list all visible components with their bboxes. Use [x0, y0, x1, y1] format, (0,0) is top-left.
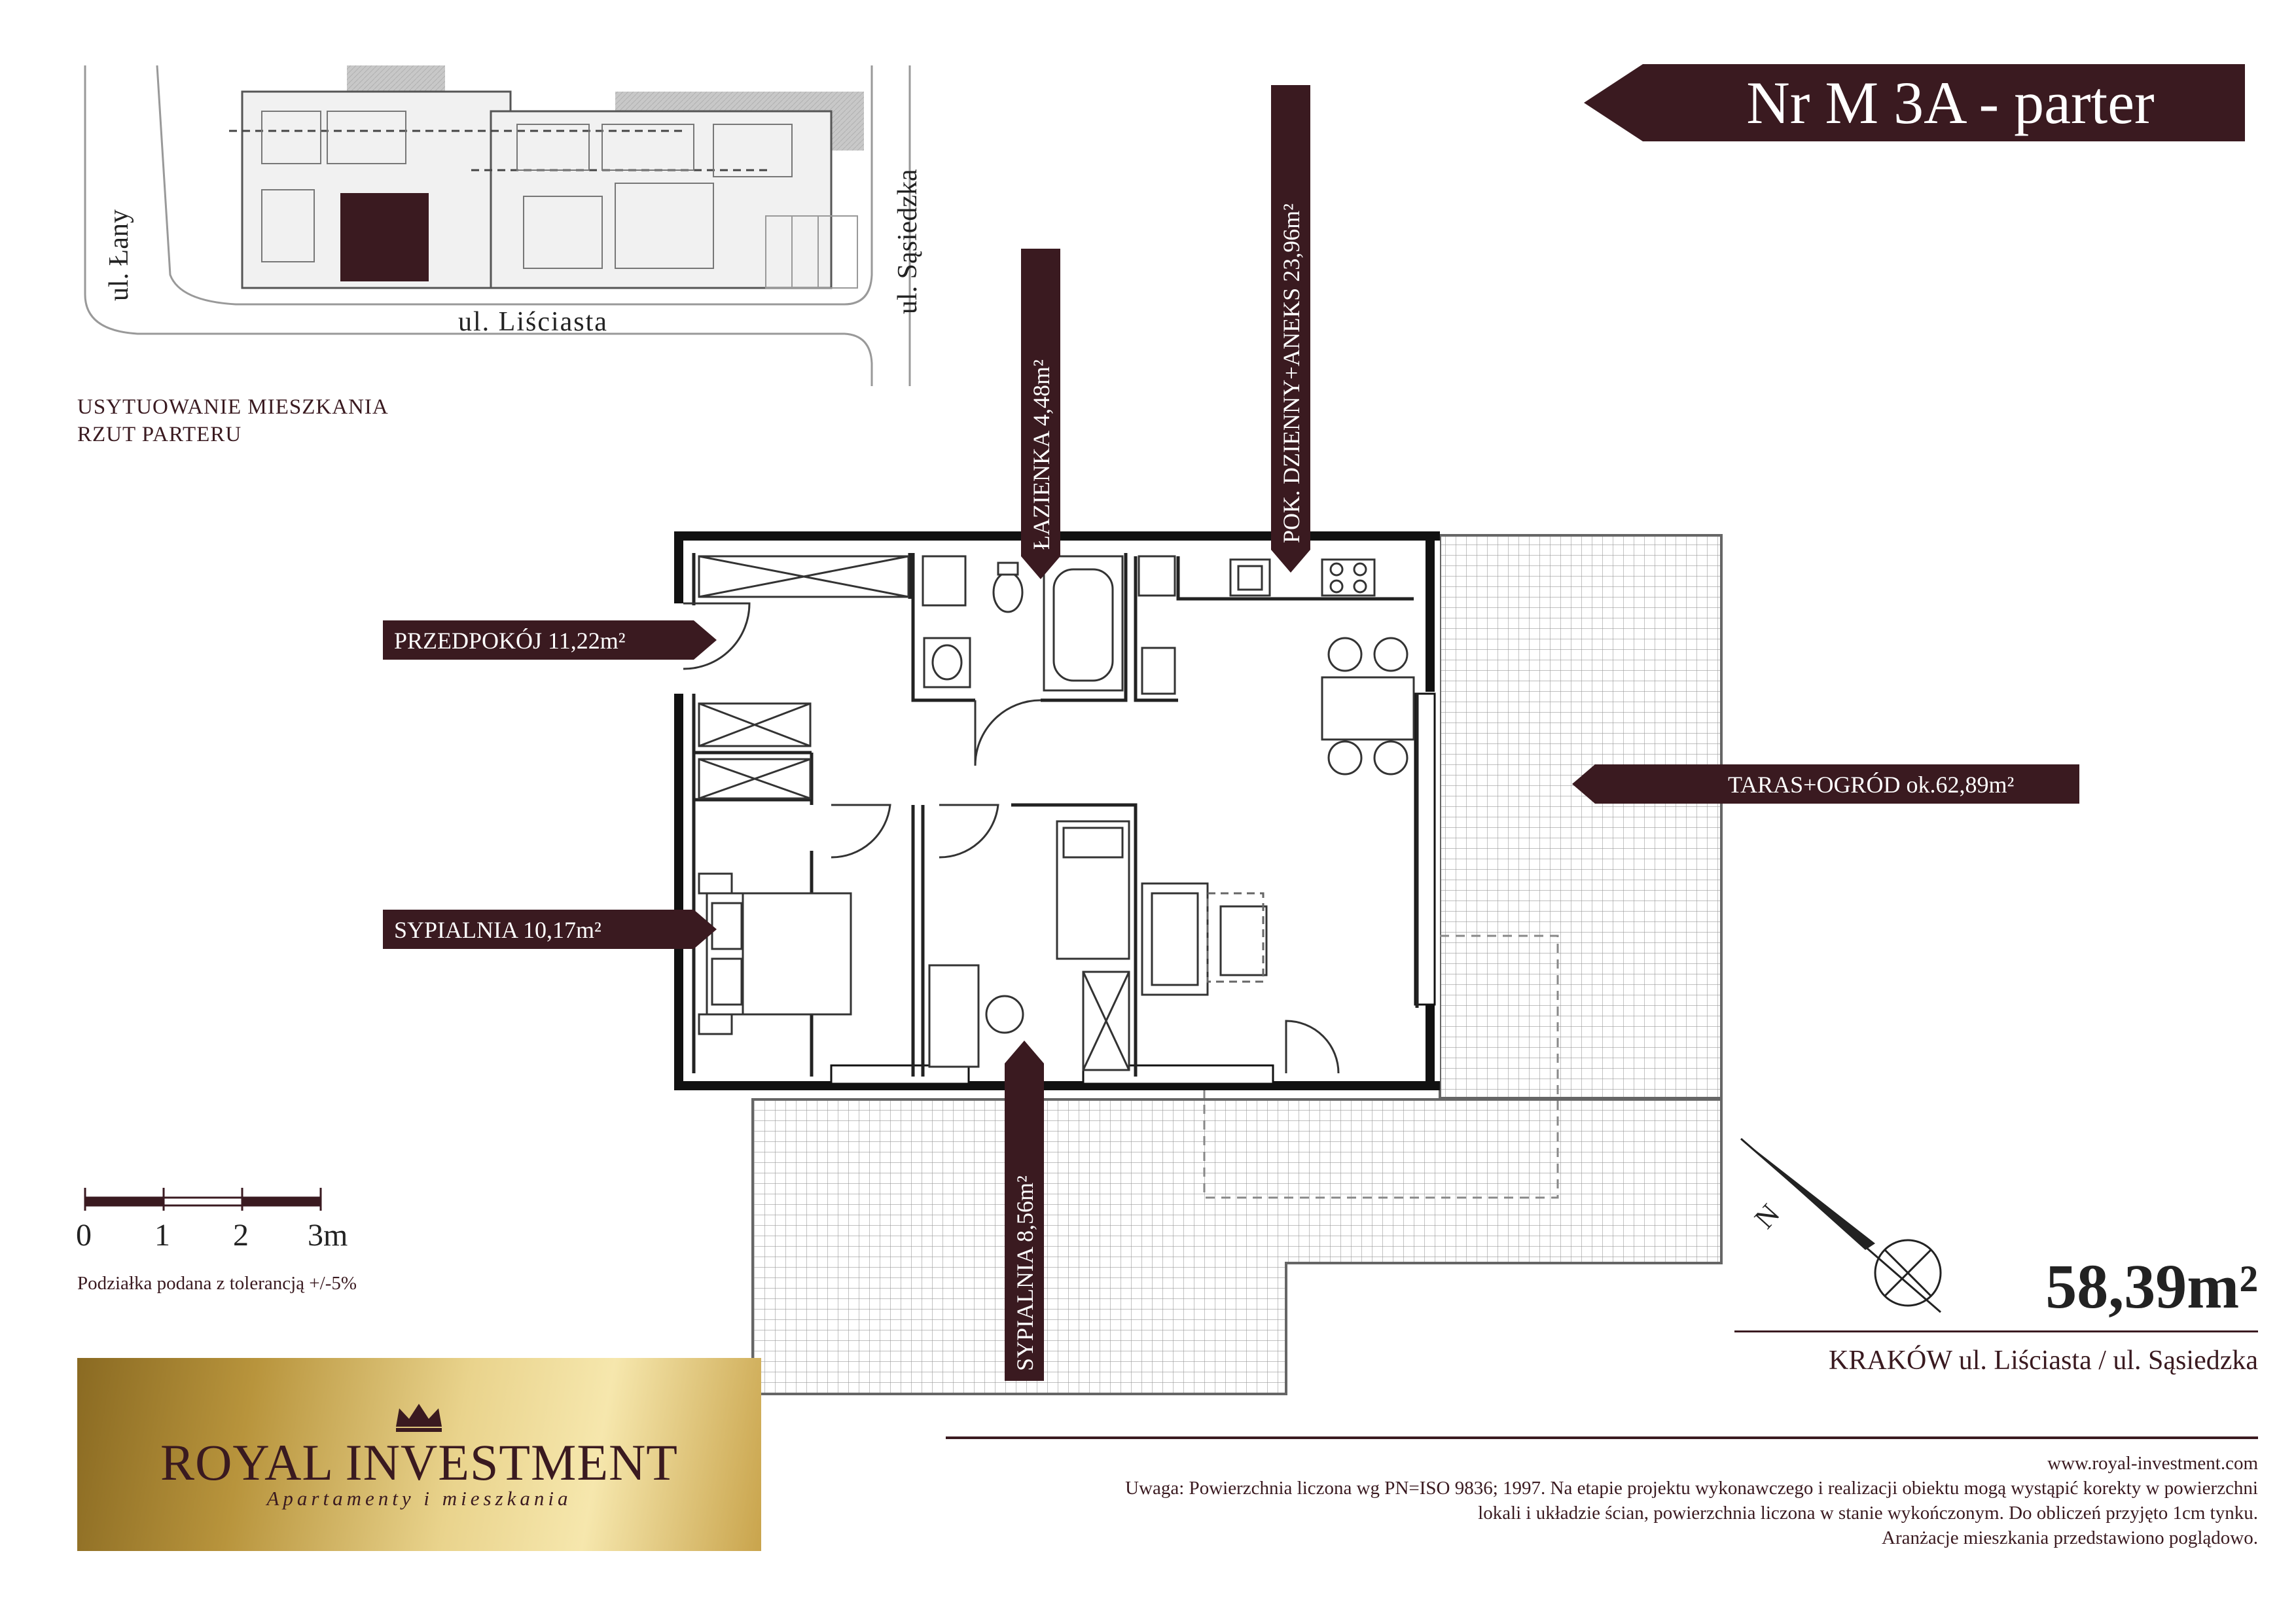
tag-przedpokoj-label: PRZEDPOKÓJ 11,22m² [394, 628, 626, 654]
tag-taras-label: TARAS+OGRÓD ok.62,89m² [1728, 772, 2014, 798]
scale-label-3: 3m [308, 1218, 348, 1253]
terrace-bottom [751, 1098, 1723, 1395]
scale-bar [84, 1188, 322, 1211]
terrace-right [1439, 534, 1723, 1099]
website-link[interactable]: www.royal-investment.com [2047, 1453, 2258, 1474]
scale-label-0: 0 [76, 1218, 92, 1253]
crown-icon [396, 1404, 442, 1432]
street-lany-label: ul. Łany [104, 209, 134, 301]
tag-lazienka-shape [1021, 249, 1060, 579]
footer-note-line2: lokali i układzie ścian, powierzchnia li… [1478, 1503, 2258, 1524]
tag-sypialnia2-label: SYPIALNIA 8,56m² [1012, 1175, 1038, 1371]
site-caption-line2: RZUT PARTERU [77, 423, 242, 446]
scale-label-1: 1 [154, 1218, 170, 1253]
tag-pokoj-shape [1271, 85, 1310, 573]
footer-divider [946, 1436, 2258, 1439]
footer-note-line1: Uwaga: Powierzchnia liczona wg PN=ISO 98… [1125, 1478, 2258, 1499]
total-area: 58,39m² [2045, 1251, 2258, 1321]
scale-note: Podziałka podana z tolerancją +/-5% [77, 1273, 357, 1294]
tag-pokoj-label: POK. DZIENNY+ANEKS 23,96m² [1278, 204, 1304, 543]
street-sasiedzka-label: ul. Sąsiedzka [893, 169, 923, 314]
tag-przedpokoj-shape [383, 620, 717, 660]
logo-panel [77, 1358, 761, 1551]
area-divider [1734, 1330, 2258, 1332]
tag-sypialnia1-label: SYPIALNIA 10,17m² [394, 917, 601, 943]
title-banner [1584, 64, 2245, 141]
scale-label-2: 2 [233, 1218, 249, 1253]
compass-north-label: N [1748, 1198, 1786, 1234]
compass-rose [1740, 1137, 1942, 1313]
location-line: KRAKÓW ul. Liściasta / ul. Sąsiedzka [1829, 1346, 2258, 1376]
tag-lazienka-label: ŁAZIENKA 4,48m² [1028, 359, 1054, 550]
logo-tagline: Apartamenty i mieszkania [266, 1487, 572, 1510]
apartment-title: Nr M 3A - parter [1746, 69, 2155, 136]
footer-note-line3: Aranżacje mieszkania przedstawiono poglą… [1882, 1527, 2258, 1548]
site-plan: ul. Łany ul. Liściasta ul. Sąsiedzka [84, 65, 923, 386]
site-caption-line1: USYTUOWANIE MIESZKANIA [77, 395, 389, 419]
tag-taras-shape [1572, 764, 2079, 804]
tag-sypialnia1-shape [383, 910, 717, 949]
logo-name: ROYAL INVESTMENT [160, 1434, 678, 1491]
tag-sypialnia2-shape [1005, 1041, 1044, 1381]
street-lisciasta-label: ul. Liściasta [458, 307, 608, 337]
